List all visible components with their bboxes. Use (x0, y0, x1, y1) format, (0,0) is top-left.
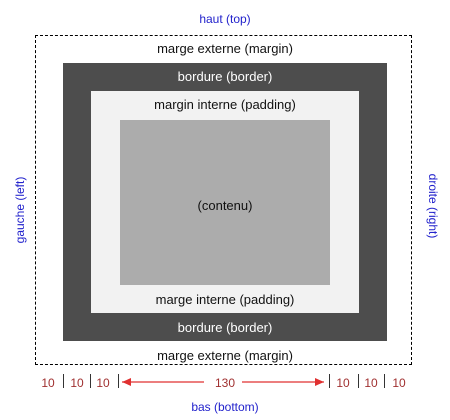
divider (63, 374, 64, 388)
content-box (120, 120, 330, 285)
border-bottom-label: bordure (border) (177, 320, 273, 335)
bottom-label: bas (bottom) (191, 400, 259, 414)
divider (358, 374, 359, 388)
padding-top-label: margin interne (padding) (154, 97, 296, 112)
width-arrow (122, 378, 324, 386)
content-width-value: 130 (214, 376, 236, 390)
left-label: gauche (left) (13, 176, 27, 244)
border-top-label: bordure (border) (177, 69, 273, 84)
left-margin-value: 10 (41, 376, 55, 390)
top-label: haut (top) (199, 12, 251, 26)
right-padding-value: 10 (336, 376, 350, 390)
content-label: (contenu) (197, 198, 253, 213)
margin-top-label: marge externe (margin) (157, 41, 293, 56)
left-padding-value: 10 (96, 376, 110, 390)
arrow-head-right (315, 378, 324, 386)
margin-box (35, 35, 412, 365)
divider (90, 374, 91, 388)
divider (329, 374, 330, 388)
padding-bottom-label: marge interne (padding) (155, 292, 295, 307)
right-margin-value: 10 (392, 376, 406, 390)
margin-bottom-label: marge externe (margin) (157, 348, 293, 363)
divider (384, 374, 385, 388)
arrow-head-left (122, 378, 131, 386)
right-label: droite (right) (426, 173, 440, 239)
divider (118, 374, 119, 388)
left-border-value: 10 (70, 376, 84, 390)
right-border-value: 10 (364, 376, 378, 390)
